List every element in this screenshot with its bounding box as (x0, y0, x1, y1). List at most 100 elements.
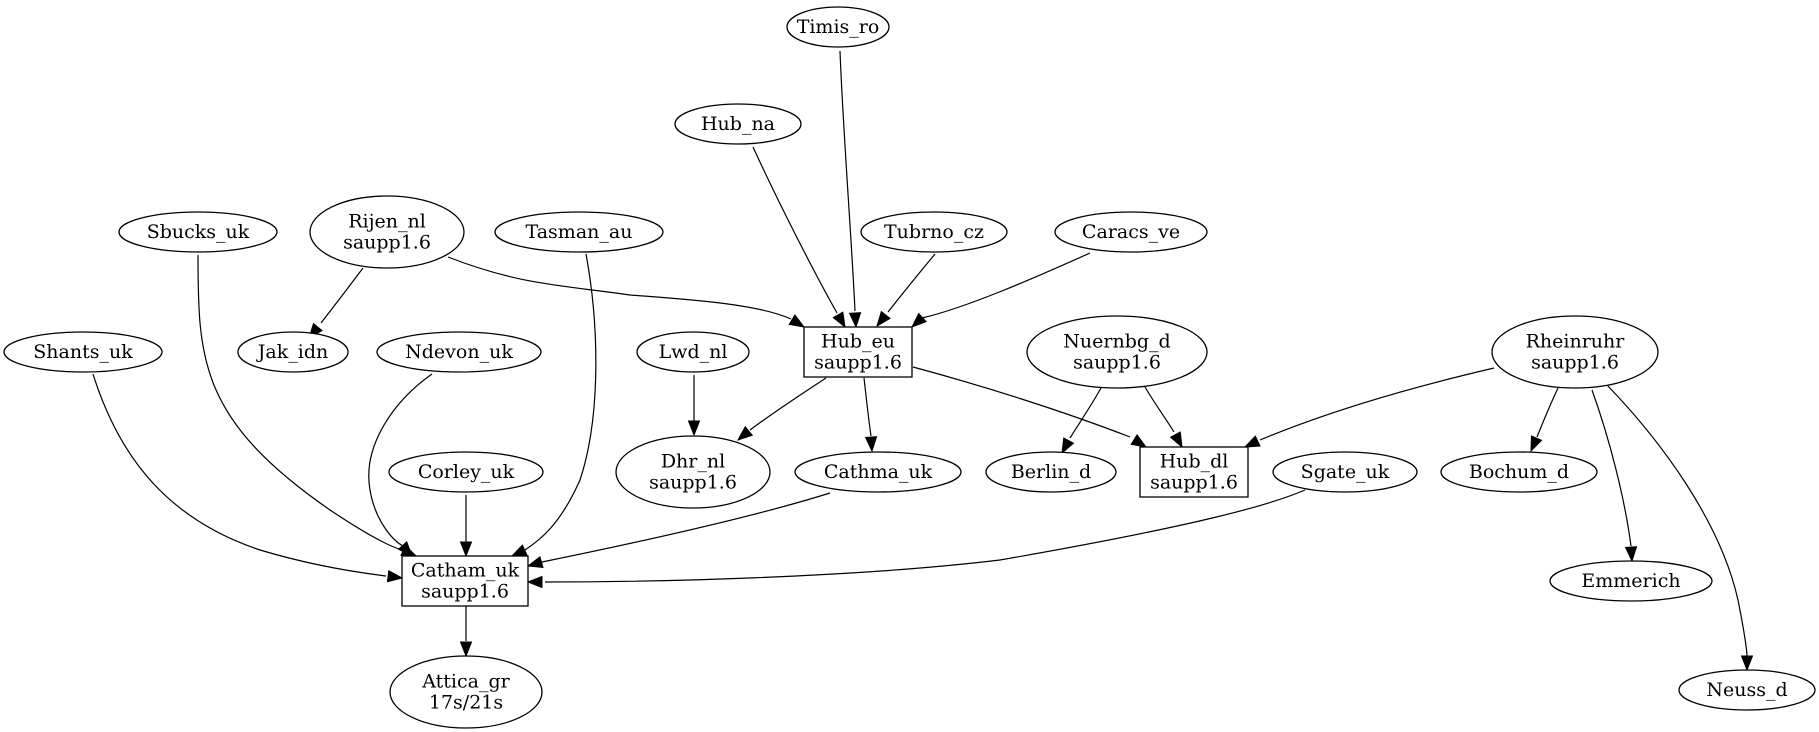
node-timis-ro[interactable]: Timis_ro (786, 6, 890, 48)
node-ellipse (615, 435, 771, 509)
edge-nuernbg_d-to-hub_dl (1144, 386, 1183, 449)
node-label: Sgate_uk (1301, 461, 1390, 483)
node-label: Timis_ro (797, 16, 880, 38)
edge-line (92, 373, 387, 577)
node-label: Berlin_d (1011, 461, 1091, 483)
node-sublabel: saupp1.6 (343, 232, 431, 254)
edge-line (887, 253, 936, 313)
node-lwd-nl[interactable]: Lwd_nl (636, 331, 750, 373)
edge-tasman_au-to-catham_uk (510, 253, 597, 557)
node-label: Corley_uk (418, 461, 515, 483)
edge-line (752, 146, 838, 314)
node-bochum-d[interactable]: Bochum_d (1440, 451, 1598, 493)
arrowhead-icon (736, 425, 754, 441)
node-box (803, 326, 913, 378)
arrowhead-icon (1169, 431, 1183, 449)
node-label: Tubrno_cz (884, 221, 984, 243)
edge-line (749, 377, 827, 431)
edge-line (839, 50, 856, 312)
arrowhead-icon (386, 570, 404, 583)
node-ellipse (860, 211, 1008, 253)
node-label: Cathma_uk (824, 461, 933, 483)
node-sbucks-uk[interactable]: Sbucks_uk (118, 211, 278, 253)
arrowhead-icon (910, 312, 927, 328)
edge-rheinruhr-to-hub_dl (1243, 367, 1495, 448)
node-shants-uk[interactable]: Shants_uk (3, 331, 163, 373)
node-ellipse (118, 211, 278, 253)
node-hub-na[interactable]: Hub_na (674, 103, 802, 145)
arrowhead-icon (397, 541, 413, 558)
node-label: Catham_uk (411, 560, 520, 582)
node-box (401, 555, 529, 607)
node-ellipse (376, 331, 542, 373)
node-label: Jak_idn (256, 341, 328, 363)
node-ellipse (494, 211, 664, 253)
node-label: Rijen_nl (348, 211, 426, 233)
arrowhead-icon (864, 436, 878, 453)
edge-line (1144, 386, 1175, 433)
edge-hub_eu-to-dhr_nl (736, 377, 827, 441)
node-ellipse (1491, 315, 1659, 389)
node-label: Hub_eu (821, 331, 895, 353)
edge-rijen_nl-to-jak_idn (308, 267, 364, 340)
node-ndevon-uk[interactable]: Ndevon_uk (376, 331, 542, 373)
edge-hub_eu-to-hub_dl (912, 366, 1148, 448)
edge-tubrno_cz-to-hub_eu (876, 253, 936, 328)
edge-line (1069, 387, 1102, 439)
node-label: Bochum_d (1469, 461, 1569, 483)
node-sgate-uk[interactable]: Sgate_uk (1272, 451, 1418, 493)
edge-lwd_nl-to-dhr_nl (687, 375, 701, 437)
arrowhead-icon (876, 310, 891, 328)
edge-layer (92, 50, 1754, 672)
node-sublabel: saupp1.6 (1531, 352, 1619, 374)
node-label: Caracs_ve (1082, 221, 1180, 243)
arrowhead-icon (1130, 434, 1148, 448)
node-box (1139, 446, 1249, 498)
node-corley-uk[interactable]: Corley_uk (388, 451, 544, 493)
arrowhead-icon (1243, 435, 1261, 448)
node-label: Dhr_nl (661, 451, 725, 473)
arrowhead-icon (526, 556, 544, 569)
node-label: Attica_gr (421, 671, 510, 693)
edge-rheinruhr-to-emmerich (1591, 389, 1638, 563)
edge-caracs_ve-to-hub_eu (910, 252, 1091, 328)
node-sublabel: saupp1.6 (649, 472, 737, 494)
node-label: Tasman_au (526, 221, 633, 243)
node-emmerich[interactable]: Emmerich (1549, 560, 1713, 602)
node-cathma-uk[interactable]: Cathma_uk (794, 451, 962, 493)
node-neuss-d[interactable]: Neuss_d (1678, 669, 1816, 711)
node-ellipse (237, 331, 349, 373)
edge-hub_eu-to-cathma_uk (863, 377, 878, 453)
edge-line (1259, 367, 1495, 441)
edge-line (524, 253, 597, 551)
node-tubrno-cz[interactable]: Tubrno_cz (860, 211, 1008, 253)
node-label: Shants_uk (33, 341, 133, 363)
edge-corley_uk-to-catham_uk (459, 495, 473, 558)
node-jak-idn[interactable]: Jak_idn (237, 331, 349, 373)
edge-line (447, 256, 792, 320)
node-ellipse (794, 451, 962, 493)
node-ellipse (636, 331, 750, 373)
node-ellipse (1549, 560, 1713, 602)
edge-rheinruhr-to-neuss_d (1606, 384, 1754, 672)
arrowhead-icon (832, 311, 846, 329)
edge-line (863, 377, 872, 437)
node-caracs-ve[interactable]: Caracs_ve (1054, 211, 1208, 253)
node-tasman-au[interactable]: Tasman_au (494, 211, 664, 253)
node-berlin-d[interactable]: Berlin_d (985, 451, 1117, 493)
edge-sbucks_uk-to-catham_uk (197, 254, 418, 557)
edge-shants_uk-to-catham_uk (92, 373, 404, 583)
node-ellipse (674, 103, 802, 145)
node-label: Neuss_d (1706, 679, 1787, 701)
arrowhead-icon (1061, 437, 1075, 455)
